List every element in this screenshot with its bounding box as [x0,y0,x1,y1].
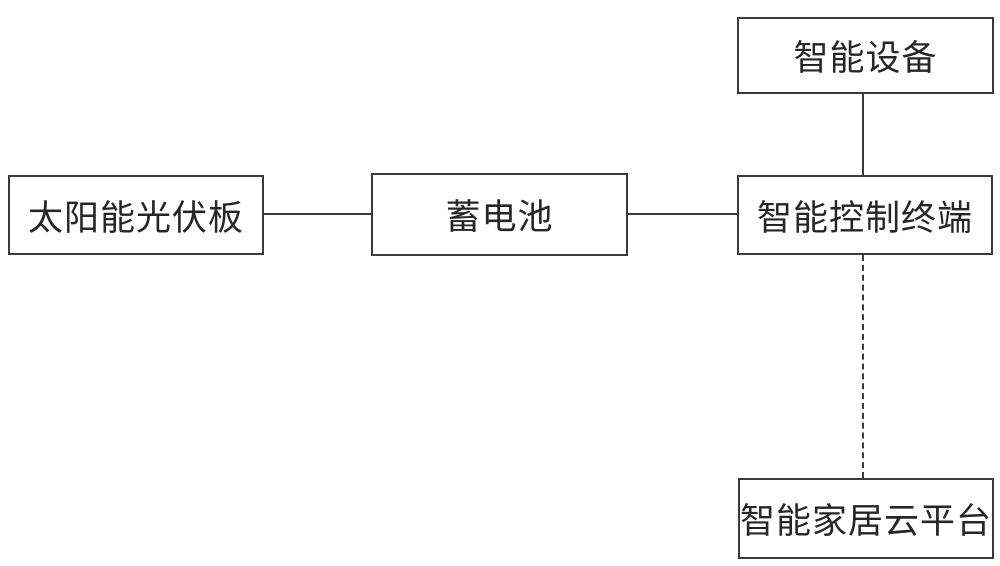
connector-solar-panel-to-battery [264,213,371,215]
node-solar-panel: 太阳能光伏板 [8,175,264,255]
node-battery-label: 蓄电池 [445,198,554,237]
node-cloud-platform: 智能家居云平台 [738,478,994,559]
node-solar-panel-label: 太阳能光伏板 [27,198,244,238]
node-control-terminal-label: 智能控制终端 [756,198,973,238]
connector-smart-device-to-control-terminal [862,94,864,175]
node-smart-device: 智能设备 [737,17,994,94]
node-smart-device-label: 智能设备 [793,39,938,78]
node-battery: 蓄电池 [371,173,628,256]
node-control-terminal: 智能控制终端 [737,175,993,255]
node-cloud-platform-label: 智能家居云平台 [740,502,993,541]
connector-battery-to-control-terminal [628,213,737,215]
connector-control-terminal-to-cloud-platform-dashed [862,255,864,478]
